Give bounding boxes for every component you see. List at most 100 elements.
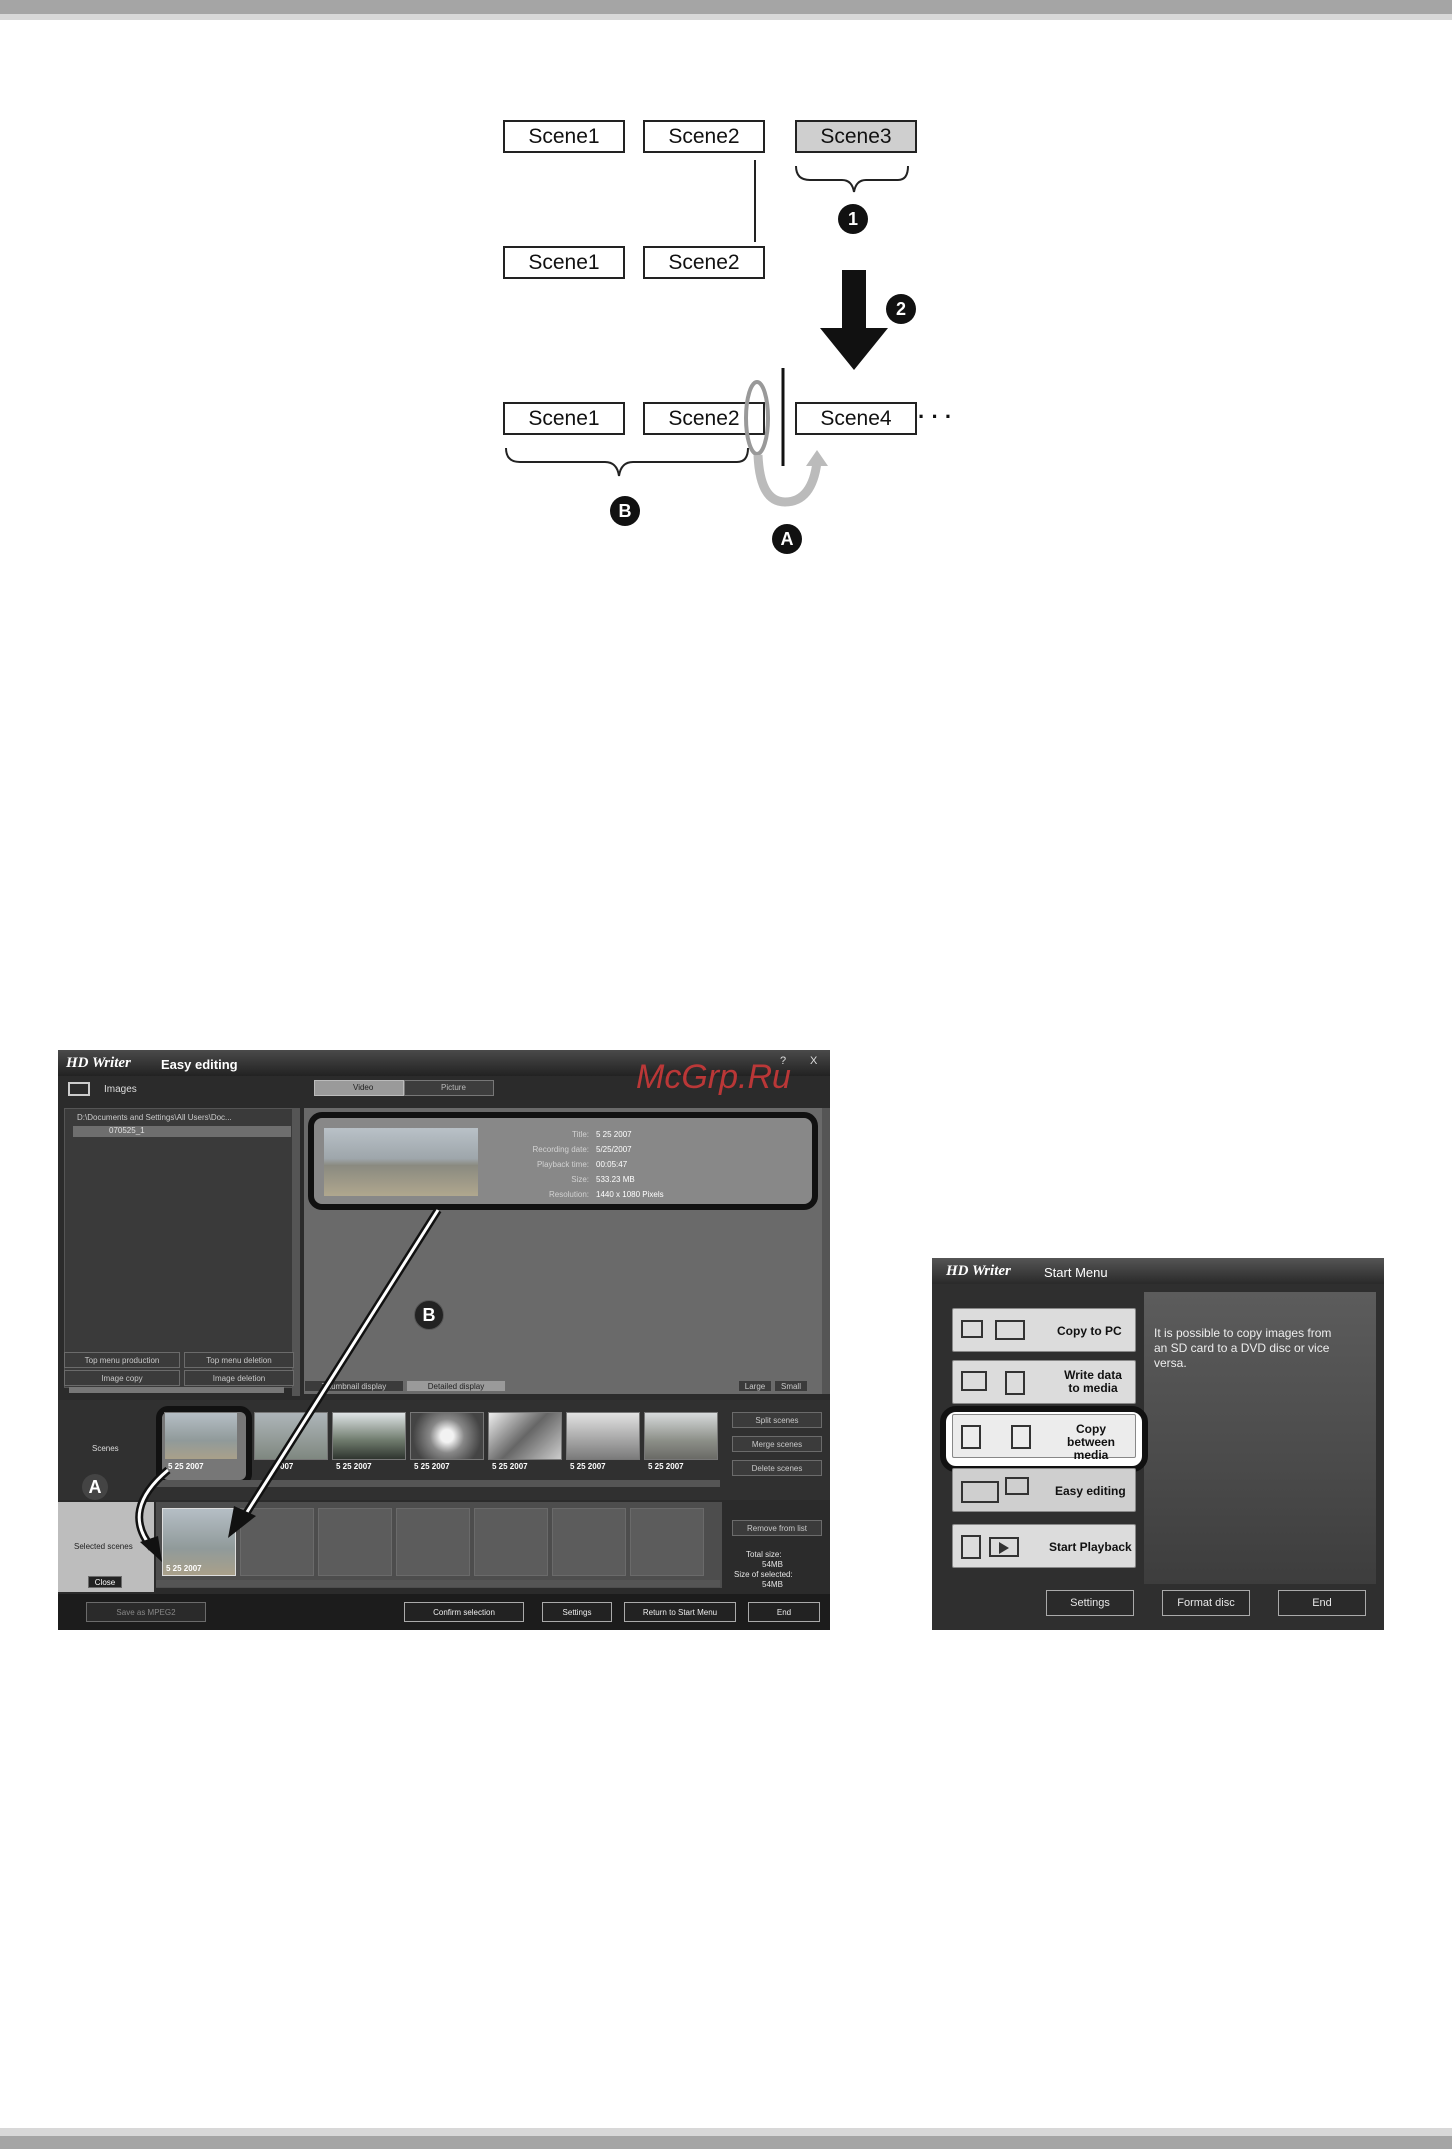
close-selected-button[interactable]: Close xyxy=(88,1576,122,1588)
scene-thumb-label: 5 25 2007 xyxy=(492,1462,528,1471)
scene-box: Scene2 xyxy=(643,246,765,279)
settings-button[interactable]: Settings xyxy=(542,1602,612,1622)
selected-size-label: Size of selected: xyxy=(734,1570,793,1579)
watermark: McGrp.Ru xyxy=(636,1058,791,1096)
scenes-label: Scenes xyxy=(92,1444,119,1453)
write-media-icon xyxy=(961,1369,1031,1395)
image-deletion-button[interactable]: Image deletion xyxy=(184,1370,294,1386)
format-disc-button[interactable]: Format disc xyxy=(1162,1590,1250,1616)
delete-scenes-button[interactable]: Delete scenes xyxy=(732,1460,822,1476)
scene-thumb[interactable] xyxy=(566,1412,640,1460)
info-resolution: 1440 x 1080 Pixels xyxy=(596,1190,664,1199)
confirm-selection-button[interactable]: Confirm selection xyxy=(404,1602,524,1622)
info-playback-label: Playback time: xyxy=(536,1160,589,1169)
diagram-lines xyxy=(505,160,909,507)
tab-video-label: Video xyxy=(353,1083,374,1092)
bottom-band xyxy=(0,2136,1452,2149)
window-title: Easy editing xyxy=(161,1057,238,1072)
selected-scene-slot[interactable] xyxy=(162,1508,236,1576)
info-size-label: Size: xyxy=(571,1175,589,1184)
tab-video[interactable]: Video xyxy=(314,1080,404,1096)
top-menu-production-button[interactable]: Top menu production xyxy=(64,1352,180,1368)
empty-slot xyxy=(240,1508,314,1576)
split-scenes-button[interactable]: Split scenes xyxy=(732,1412,822,1428)
help-button[interactable]: ? xyxy=(780,1055,787,1067)
small-toggle[interactable]: Small xyxy=(774,1380,808,1392)
top-menu-deletion-button[interactable]: Top menu deletion xyxy=(184,1352,294,1368)
close-button[interactable]: X xyxy=(810,1055,818,1067)
total-size-value: 54MB xyxy=(762,1560,783,1569)
marker-b: B xyxy=(610,496,640,526)
scene-box: Scene1 xyxy=(503,402,625,435)
selected-h-scrollbar[interactable] xyxy=(156,1580,720,1587)
easy-editing-label: Easy editing xyxy=(1055,1484,1126,1498)
easy-editing-icon xyxy=(961,1477,1045,1503)
scene-thumb[interactable] xyxy=(332,1412,406,1460)
scene-thumb[interactable] xyxy=(164,1412,238,1460)
scene-box: Scene4 xyxy=(795,402,917,435)
film-icon xyxy=(68,1082,90,1096)
start-app-logo: HD Writer xyxy=(946,1263,1011,1279)
save-as-mpeg2-button[interactable]: Save as MPEG2 xyxy=(86,1602,206,1622)
start-playback-label: Start Playback xyxy=(1049,1540,1132,1554)
end-button[interactable]: End xyxy=(1278,1590,1366,1616)
scene-thumb-label: 5 25 2007 xyxy=(570,1462,606,1471)
empty-slot xyxy=(630,1508,704,1576)
scene-thumb[interactable] xyxy=(488,1412,562,1460)
scene-thumb[interactable] xyxy=(644,1412,718,1460)
scene-thumb-label: 5 25 2007 xyxy=(414,1462,450,1471)
start-title-bar xyxy=(932,1258,1384,1284)
playback-icon xyxy=(961,1533,1031,1559)
marker-a: A xyxy=(772,524,802,554)
selected-scene-label: 5 25 2007 xyxy=(166,1564,202,1573)
tree-v-scrollbar[interactable] xyxy=(292,1108,300,1396)
image-copy-button[interactable]: Image copy xyxy=(64,1370,180,1386)
start-playback-button[interactable]: Start Playback xyxy=(952,1524,1136,1568)
tree-path[interactable]: D:\Documents and Settings\All Users\Doc.… xyxy=(77,1113,232,1122)
ellipsis: · · · xyxy=(918,404,953,429)
empty-slot xyxy=(474,1508,548,1576)
write-data-to-media-button[interactable]: Write data to media xyxy=(952,1360,1136,1404)
settings-button[interactable]: Settings xyxy=(1046,1590,1134,1616)
description-text: It is possible to copy images from an SD… xyxy=(1154,1326,1332,1370)
scenes-h-scrollbar[interactable] xyxy=(156,1480,720,1487)
tree-item[interactable]: 070525_1 xyxy=(109,1126,145,1135)
info-recdate: 5/25/2007 xyxy=(596,1145,632,1154)
copy-to-pc-label: Copy to PC xyxy=(1057,1324,1122,1338)
bottom-band-line xyxy=(0,2128,1452,2136)
scene-thumb[interactable] xyxy=(254,1412,328,1460)
images-label: Images xyxy=(104,1084,137,1095)
selected-scenes-label: Selected scenes xyxy=(74,1542,133,1551)
top-band-line xyxy=(0,14,1452,20)
title-bar xyxy=(58,1050,830,1076)
folder-tree[interactable]: D:\Documents and Settings\All Users\Doc.… xyxy=(64,1108,294,1393)
info-playback: 00:05:47 xyxy=(596,1160,628,1169)
remove-from-list-button[interactable]: Remove from list xyxy=(732,1520,822,1536)
easy-editing-button[interactable]: Easy editing xyxy=(952,1468,1136,1512)
scene-thumb-label: 5 25 2007 xyxy=(648,1462,684,1471)
tab-detailed-display[interactable]: Detailed display xyxy=(406,1380,506,1392)
merge-scenes-button[interactable]: Merge scenes xyxy=(732,1436,822,1452)
scene-info-card[interactable]: Title: 5 25 2007 Recording date: 5/25/20… xyxy=(308,1112,818,1210)
return-to-start-menu-button[interactable]: Return to Start Menu xyxy=(624,1602,736,1622)
pc-icon xyxy=(961,1318,1031,1342)
tree-selected-row xyxy=(73,1126,291,1137)
details-v-scrollbar[interactable] xyxy=(822,1108,830,1394)
description-panel xyxy=(1144,1292,1376,1584)
scene-preview xyxy=(324,1128,478,1196)
large-toggle[interactable]: Large xyxy=(738,1380,772,1392)
empty-slot xyxy=(396,1508,470,1576)
tree-h-scrollbar[interactable] xyxy=(69,1387,284,1393)
copy-between-media-button[interactable]: Copy between media xyxy=(952,1414,1136,1462)
info-recdate-label: Recording date: xyxy=(532,1145,589,1154)
overlay-arrows xyxy=(135,1207,442,1562)
end-button[interactable]: End xyxy=(748,1602,820,1622)
app-logo: HD Writer xyxy=(66,1055,131,1071)
top-band xyxy=(0,0,1452,14)
scene-thumb[interactable] xyxy=(410,1412,484,1460)
copy-between-media-label: Copy between media xyxy=(1066,1422,1115,1462)
tab-picture[interactable]: Picture xyxy=(404,1080,494,1096)
info-resolution-label: Resolution: xyxy=(548,1190,589,1199)
scene-box: Scene1 xyxy=(503,120,625,153)
copy-to-pc-button[interactable]: Copy to PC xyxy=(952,1308,1136,1352)
